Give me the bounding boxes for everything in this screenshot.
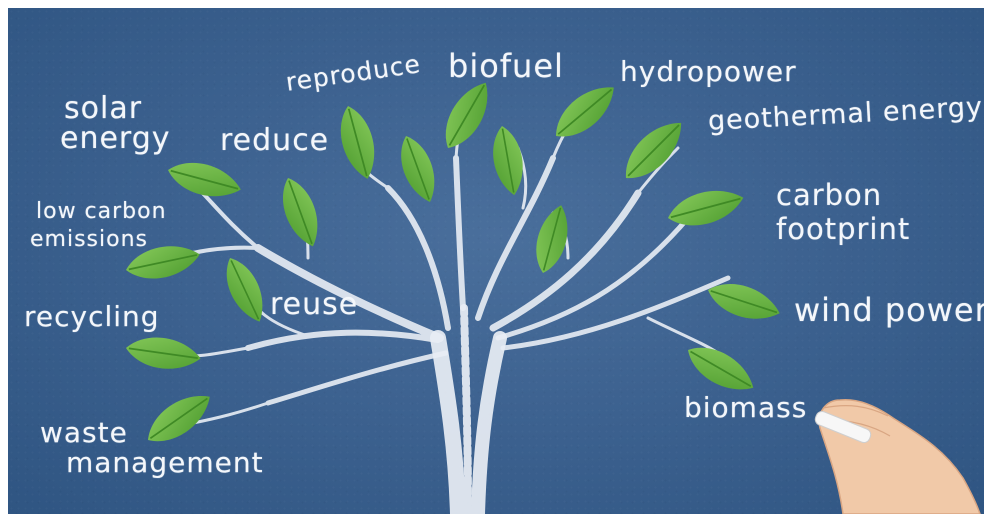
label-low-carbon-line1: low carbon [30,198,167,226]
label-recycling: recycling [24,303,160,331]
label-carbon-line1: carbon [776,178,910,212]
label-wind-power: wind power [794,294,984,326]
label-low-carbon-line2: emissions [30,226,167,254]
label-waste-line1: waste [40,418,264,448]
hand-with-chalk [813,400,980,514]
label-biomass: biomass [684,394,807,422]
label-reduce: reduce [220,126,329,156]
chalkboard: reproduce biofuel hydropower solar energ… [8,8,984,514]
label-carbon-footprint: carbon footprint [776,178,910,246]
label-solar-line1: solar [60,94,171,124]
label-low-carbon-emissions: low carbon emissions [30,198,167,254]
label-reuse: reuse [270,290,358,320]
tree-trunk [438,308,500,514]
label-solar-line2: energy [60,124,171,154]
label-waste-line2: management [40,448,264,478]
label-carbon-line2: footprint [776,212,910,246]
label-waste-management: waste management [40,418,264,478]
label-hydropower: hydropower [620,58,797,86]
label-solar-energy: solar energy [60,94,171,154]
label-biofuel: biofuel [448,50,564,82]
